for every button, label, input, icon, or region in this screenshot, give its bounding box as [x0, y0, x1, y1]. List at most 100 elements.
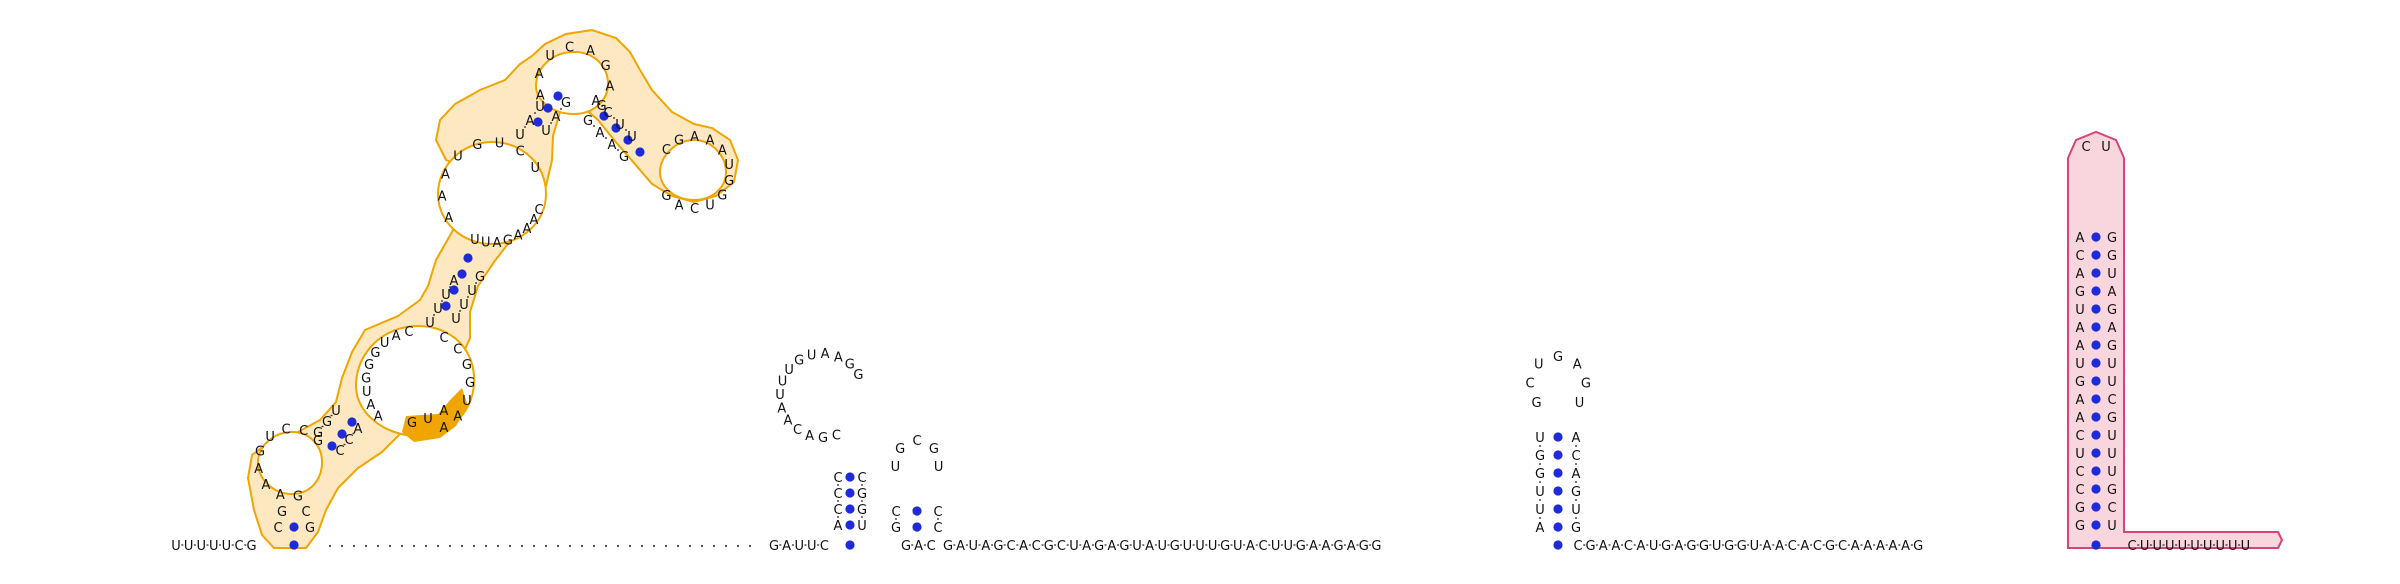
hairpin1-loop-nucleotide: U — [775, 388, 785, 403]
linker-nucleotide: A — [1322, 539, 1331, 554]
base-pair-layer — [289, 91, 2101, 550]
orange-domain-inner-2 — [436, 140, 548, 246]
long-stem-nucleotide: U — [2107, 267, 2117, 282]
hairpin3-stem-nucleotide: A — [1536, 521, 1545, 536]
large-loop-nucleotide: A — [675, 199, 684, 214]
hairpin3-stem-nucleotide: U — [1571, 503, 1581, 518]
base-pair-dot — [2091, 484, 2101, 494]
gap-dot — [532, 544, 536, 548]
large-loop-nucleotide: C — [299, 424, 308, 439]
large-loop-nucleotide: G — [472, 138, 482, 153]
gap-dot — [640, 544, 644, 548]
linker-nucleotide: G — [1724, 539, 1734, 554]
linker-nucleotide: G — [1586, 539, 1596, 554]
gap-dot — [388, 544, 392, 548]
linker-nucleotide: C — [1057, 539, 1066, 554]
large-loop-nucleotide: A — [254, 462, 263, 477]
large-loop-nucleotide: G — [503, 233, 513, 248]
gap-dot — [376, 544, 380, 548]
large-loop-nucleotide: G — [361, 371, 371, 386]
hairpin1-loop-nucleotide: A — [834, 350, 843, 365]
5prime-tail-nucleotide: U — [196, 539, 206, 554]
gap-dot — [676, 544, 680, 548]
hairpin2-loop-nucleotide: U — [934, 460, 944, 475]
long-stem-nucleotide: G — [2107, 411, 2117, 426]
hairpin1-loop-nucleotide: A — [805, 429, 814, 444]
linker-nucleotide: G — [1699, 539, 1709, 554]
large-loop-nucleotide: C — [404, 325, 413, 340]
linker-nucleotide: A — [1901, 539, 1910, 554]
large-stem-nucleotide: U — [425, 316, 435, 331]
large-loop-nucleotide: G — [313, 434, 323, 449]
orange-solid-highlight — [402, 388, 468, 442]
hairpin3-stem-nucleotide: U — [1535, 431, 1545, 446]
large-loop-nucleotide: U — [462, 394, 472, 409]
large-loop-nucleotide: G — [465, 376, 475, 391]
long-stem-nucleotide: A — [2076, 393, 2085, 408]
base-pair-dot — [449, 285, 459, 295]
large-stem-nucleotide: U — [459, 298, 469, 313]
large-stem-nucleotide: C — [335, 444, 344, 459]
large-loop-nucleotide: A — [514, 229, 523, 244]
large-loop-nucleotide: A — [586, 44, 595, 59]
large-loop-nucleotide: U — [705, 198, 715, 213]
base-pair-dot — [289, 540, 299, 550]
long-stem-nucleotide: C — [2075, 483, 2084, 498]
base-pair-dot — [2091, 358, 2101, 368]
large-loop-nucleotide: A — [690, 130, 699, 145]
large-stem-nucleotide: G — [322, 415, 332, 430]
hairpin3-stem-nucleotide: C — [1571, 449, 1580, 464]
large-loop-nucleotide: C — [565, 40, 574, 55]
base-pair-dot — [2091, 540, 2101, 550]
large-loop-nucleotide: G — [601, 59, 611, 74]
large-loop-nucleotide: C — [690, 202, 699, 217]
hairpin2-loop-nucleotide: U — [891, 460, 901, 475]
hairpin2-stem-nucleotide: C — [933, 505, 942, 520]
base-pair-dot — [2091, 268, 2101, 278]
large-stem-nucleotide: U — [441, 288, 451, 303]
gap-dot — [340, 544, 344, 548]
linker-nucleotide: G — [943, 539, 953, 554]
large-stem-nucleotide: U — [451, 312, 461, 327]
gap-dot — [556, 544, 560, 548]
large-stem-nucleotide: A — [596, 126, 605, 141]
hairpin3-loop-nucleotide: U — [1575, 396, 1585, 411]
base-pair-dot — [347, 417, 357, 427]
large-stem-nucleotide: U — [541, 124, 551, 139]
large-loop-nucleotide: U — [481, 236, 491, 251]
large-loop-nucleotide: G — [462, 358, 472, 373]
base-pair-dot — [2091, 286, 2101, 296]
large-loop-nucleotide: G — [674, 133, 684, 148]
hairpin2-stem-nucleotide: C — [891, 505, 900, 520]
hairpin1-stem-nucleotide: C — [833, 487, 842, 502]
3prime-tail-nucleotide: U — [2190, 539, 2200, 554]
large-loop-nucleotide: C — [516, 145, 525, 160]
linker-nucleotide: G — [1825, 539, 1835, 554]
base-pair-dot — [845, 540, 855, 550]
large-stem-nucleotide: C — [301, 505, 310, 520]
gap-dot — [652, 544, 656, 548]
linker-nucleotide: U — [1233, 539, 1243, 554]
linker-nucleotide: G — [1220, 539, 1230, 554]
linker-nucleotide: U — [1283, 539, 1293, 554]
base-pair-dot — [845, 504, 855, 514]
linker-nucleotide: U — [968, 539, 978, 554]
linker-nucleotide: G — [1737, 539, 1747, 554]
linker-nucleotide: A — [1876, 539, 1885, 554]
large-loop-nucleotide: G — [597, 99, 607, 114]
linker-nucleotide: G — [1334, 539, 1344, 554]
linker-nucleotide: C — [1788, 539, 1797, 554]
large-stem-nucleotide: U — [535, 100, 545, 115]
large-loop-nucleotide: A — [536, 88, 545, 103]
large-loop-nucleotide: A — [438, 190, 447, 205]
base-pair-dot — [1553, 432, 1563, 442]
gap-dot — [352, 544, 356, 548]
hairpin3-stem-nucleotide: U — [1535, 503, 1545, 518]
linker-nucleotide: A — [1863, 539, 1872, 554]
large-loop-nucleotide: U — [265, 430, 275, 445]
3prime-tail-nucleotide: U — [2152, 539, 2162, 554]
3prime-tail-nucleotide: C — [2127, 539, 2136, 554]
long-stem-nucleotide: U — [2075, 303, 2085, 318]
gap-dot — [712, 544, 716, 548]
